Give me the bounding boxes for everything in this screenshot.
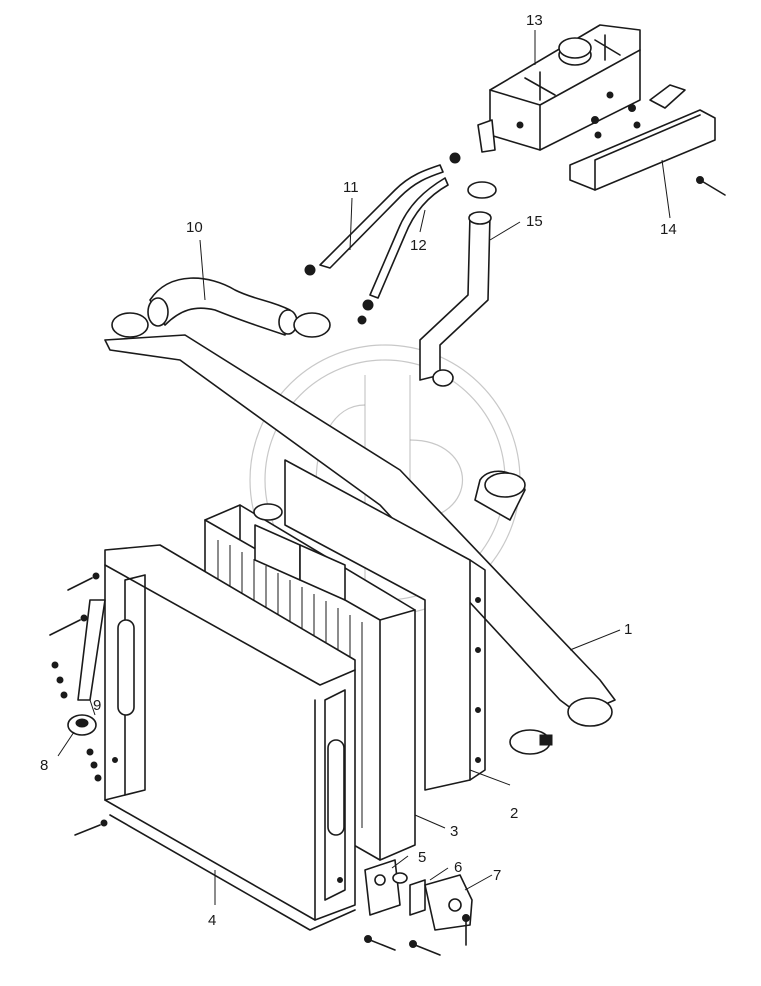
callout-15: 15 — [526, 213, 543, 230]
callout-13: 13 — [526, 12, 543, 29]
vent-hose-11 — [304, 152, 461, 276]
callout-labels: 1 2 3 4 5 6 7 8 9 10 11 12 13 14 15 — [40, 12, 677, 929]
radiator-front-frame — [104, 544, 356, 931]
expansion-tank-hose — [419, 181, 497, 387]
callout-7: 7 — [493, 867, 501, 884]
left-bolts — [49, 572, 108, 836]
mounting-bracket — [364, 859, 408, 916]
tank-bracket — [569, 84, 726, 196]
callout-3: 3 — [450, 823, 458, 840]
upper-radiator-hose — [111, 277, 331, 338]
lower-radiator-hose — [104, 334, 616, 727]
bottom-bolts — [364, 914, 470, 956]
callout-6: 6 — [454, 859, 462, 876]
callout-11: 11 — [343, 179, 359, 196]
mount-block — [424, 874, 473, 931]
callout-1: 1 — [624, 621, 632, 638]
callout-4: 4 — [208, 912, 216, 929]
callout-8: 8 — [40, 757, 48, 774]
radiator-shroud — [284, 459, 486, 791]
vent-hose-12 — [357, 177, 449, 325]
callout-10: 10 — [186, 219, 203, 236]
expansion-tank — [477, 24, 641, 153]
leader-lines — [57, 30, 671, 905]
support-rod — [77, 599, 106, 701]
bracket-clip — [409, 879, 426, 916]
callout-14: 14 — [660, 221, 677, 238]
hose-clamp-lower — [509, 729, 553, 755]
callout-12: 12 — [410, 237, 427, 254]
callout-9: 9 — [93, 697, 101, 714]
rubber-mount — [67, 714, 97, 736]
callout-2: 2 — [510, 805, 518, 822]
callout-5: 5 — [418, 849, 426, 866]
